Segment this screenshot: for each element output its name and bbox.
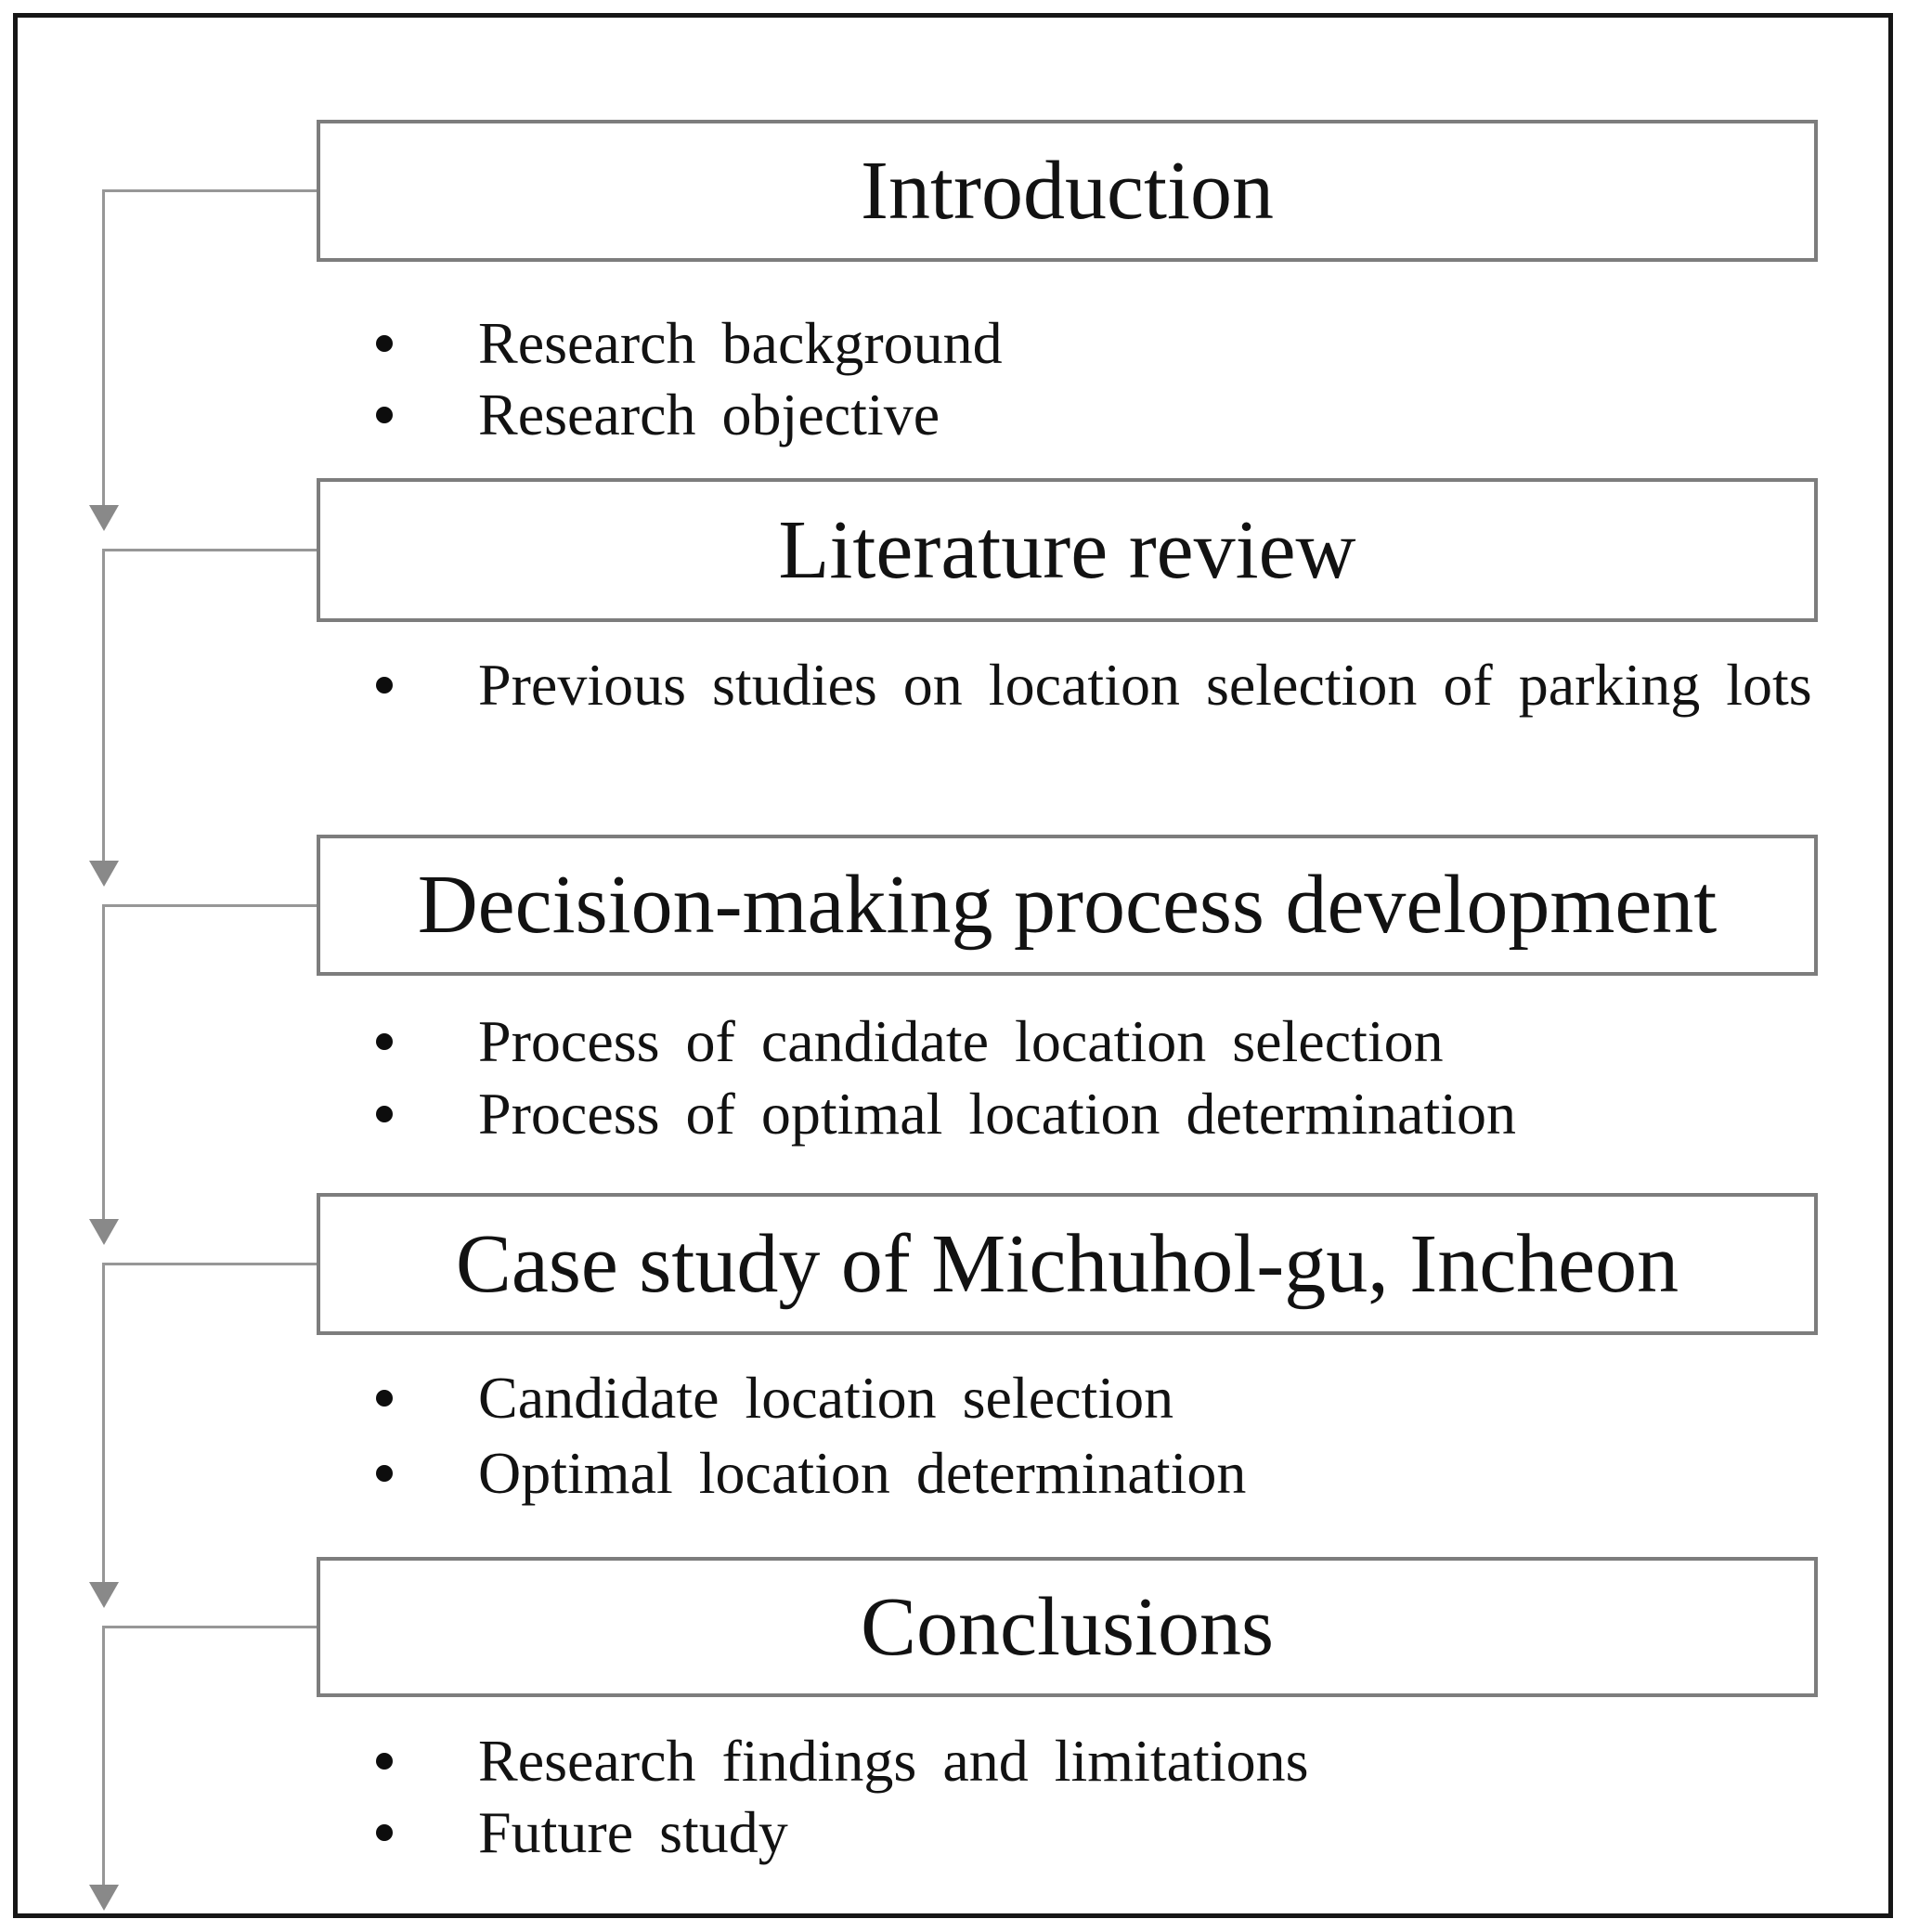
- bullet-text: Future study: [478, 1799, 788, 1865]
- section-box-literature-review: Literature review: [317, 478, 1818, 622]
- list-item: Candidate location selection: [376, 1362, 1173, 1434]
- section-box-decision-making-process: Decision-making process development: [317, 835, 1818, 976]
- connector-line: [102, 1264, 105, 1582]
- list-item: Process of optimal location determinatio…: [376, 1078, 1516, 1150]
- section-box-conclusions: Conclusions: [317, 1557, 1818, 1697]
- bullet-dot-icon: [376, 677, 393, 694]
- connector-line: [102, 190, 105, 505]
- connector-line: [102, 1263, 317, 1265]
- list-item: Research objective: [376, 379, 940, 451]
- bullet-text: Candidate location selection: [478, 1365, 1174, 1431]
- bullet-dot-icon: [376, 335, 393, 352]
- bullet-text: Research findings and limitations: [478, 1728, 1309, 1794]
- arrow-down-icon: [89, 505, 119, 531]
- bullet-dot-icon: [376, 407, 393, 423]
- list-item: Previous studies on location selection o…: [376, 649, 1812, 721]
- bullet-dot-icon: [376, 1824, 393, 1841]
- section-title: Literature review: [778, 503, 1356, 596]
- list-item: Process of candidate location selection: [376, 1005, 1444, 1078]
- bullet-dot-icon: [376, 1753, 393, 1770]
- connector-line: [102, 550, 105, 861]
- connector-line: [102, 905, 105, 1219]
- section-title: Case study of Michuhol-gu, Incheon: [455, 1217, 1679, 1310]
- figure-border: [13, 13, 1893, 1918]
- bullet-text: Research background: [478, 310, 1003, 376]
- bullet-text: Previous studies on location selection o…: [478, 652, 1812, 718]
- arrow-down-icon: [89, 1885, 119, 1911]
- list-item: Research findings and limitations: [376, 1725, 1309, 1797]
- section-box-case-study: Case study of Michuhol-gu, Incheon: [317, 1193, 1818, 1335]
- connector-line: [102, 1627, 105, 1885]
- connector-line: [102, 1626, 317, 1628]
- bullet-text: Optimal location determination: [478, 1440, 1247, 1506]
- arrow-down-icon: [89, 1582, 119, 1608]
- list-item: Research background: [376, 307, 1003, 380]
- connector-line: [102, 189, 317, 192]
- section-box-introduction: Introduction: [317, 120, 1818, 262]
- list-item: Optimal location determination: [376, 1437, 1246, 1510]
- section-title: Decision-making process development: [417, 859, 1718, 951]
- bullet-dot-icon: [376, 1390, 393, 1407]
- bullet-dot-icon: [376, 1106, 393, 1122]
- bullet-dot-icon: [376, 1465, 393, 1482]
- section-title: Introduction: [861, 144, 1274, 237]
- bullet-text: Process of candidate location selection: [478, 1008, 1444, 1074]
- bullet-dot-icon: [376, 1033, 393, 1050]
- connector-line: [102, 904, 317, 907]
- bullet-text: Research objective: [478, 382, 940, 447]
- list-item: Future study: [376, 1796, 788, 1869]
- connector-line: [102, 549, 317, 551]
- arrow-down-icon: [89, 861, 119, 887]
- arrow-down-icon: [89, 1219, 119, 1245]
- section-title: Conclusions: [860, 1580, 1275, 1673]
- bullet-text: Process of optimal location determinatio…: [478, 1081, 1516, 1147]
